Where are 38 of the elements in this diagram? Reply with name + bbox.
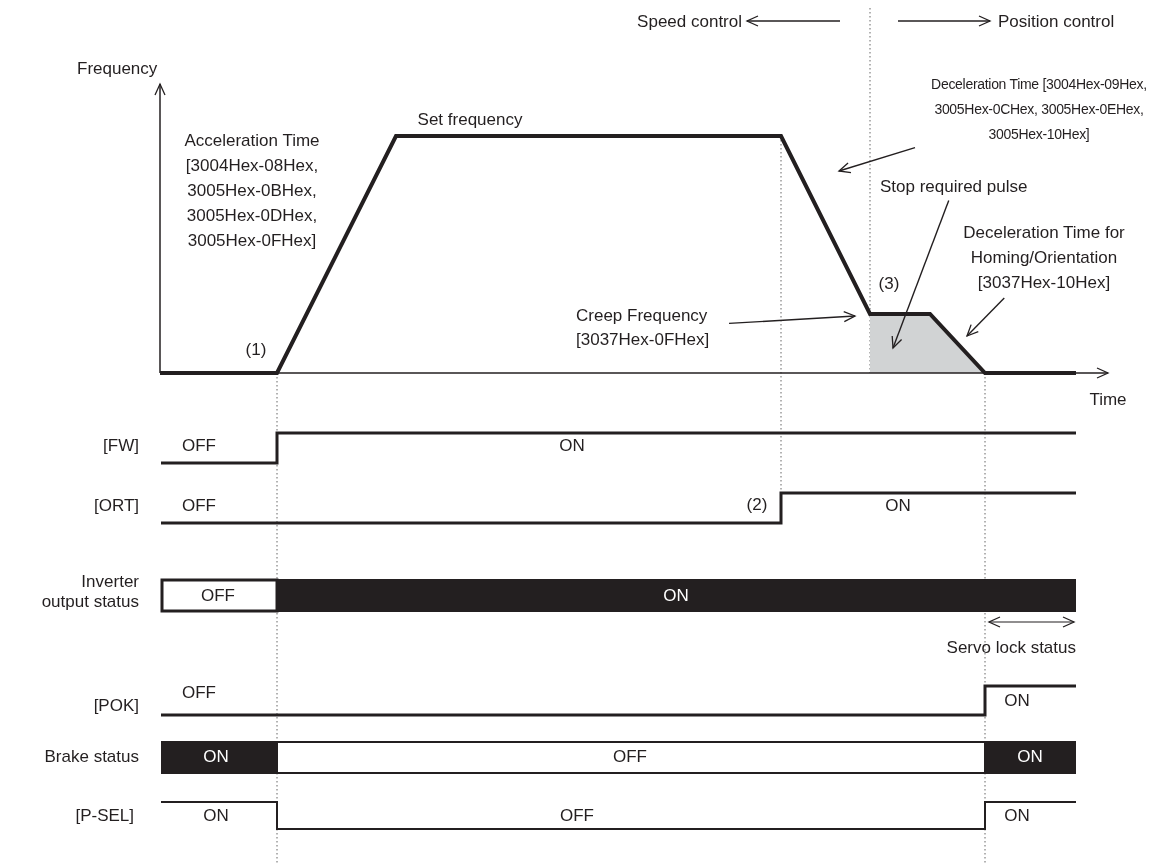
signal-name: Brake status bbox=[44, 746, 139, 768]
state-label: OFF bbox=[182, 495, 216, 517]
leader-arrow bbox=[728, 311, 856, 325]
axis-heading: Speed control bbox=[637, 11, 742, 33]
parameter-note: Acceleration Time [3004Hex-08Hex, 3005Hex-0BHex, 3005Hex-0DHex, 3005Hex-0FHex] bbox=[183, 129, 321, 252]
leader-arrow bbox=[891, 199, 950, 349]
state-label: OFF bbox=[182, 435, 216, 457]
step-number: (2) bbox=[746, 494, 768, 516]
state-label: OFF bbox=[613, 746, 647, 768]
state-label: ON bbox=[1004, 690, 1030, 712]
signal-name: [ORT] bbox=[93, 495, 139, 517]
state-label: OFF bbox=[560, 805, 594, 827]
status-note: Servo lock status bbox=[946, 637, 1076, 659]
annotation-text: Deceleration Time for Homing/Orientation [3037Hex-10Hex] bbox=[954, 220, 1134, 295]
leader-arrow bbox=[838, 146, 916, 174]
axis-title: Time bbox=[1089, 389, 1127, 411]
state-label: ON bbox=[663, 585, 689, 607]
state-label: ON bbox=[203, 805, 229, 827]
annotation-text: Deceleration Time [3004Hex-09Hex, 3005Hex-0CHex, 3005Hex-0EHex, 3005Hex-10Hex] bbox=[918, 72, 1160, 147]
axis-heading: Position control bbox=[998, 11, 1115, 33]
axis-title: Frequency bbox=[77, 58, 158, 80]
leader-arrow bbox=[966, 297, 1005, 337]
state-label: ON bbox=[1017, 746, 1043, 768]
state-label: ON bbox=[885, 495, 911, 517]
signal-name: [POK] bbox=[93, 695, 139, 717]
state-label: OFF bbox=[182, 682, 216, 704]
curve-label: Set frequency bbox=[417, 109, 523, 131]
step-number: (1) bbox=[245, 339, 267, 361]
state-label: ON bbox=[203, 746, 229, 768]
state-label: ON bbox=[1004, 805, 1030, 827]
state-label: OFF bbox=[201, 585, 235, 607]
step-number: (3) bbox=[878, 273, 900, 295]
signal-name: [FW] bbox=[103, 435, 139, 457]
annotation-text: Creep Frequency [3037Hex-0FHex] bbox=[576, 304, 726, 352]
signal-name: [P-SEL] bbox=[75, 805, 134, 827]
state-label: ON bbox=[559, 435, 585, 457]
annotation-text: Stop required pulse bbox=[880, 177, 1028, 198]
signal-name: Inverter output status bbox=[40, 571, 139, 613]
